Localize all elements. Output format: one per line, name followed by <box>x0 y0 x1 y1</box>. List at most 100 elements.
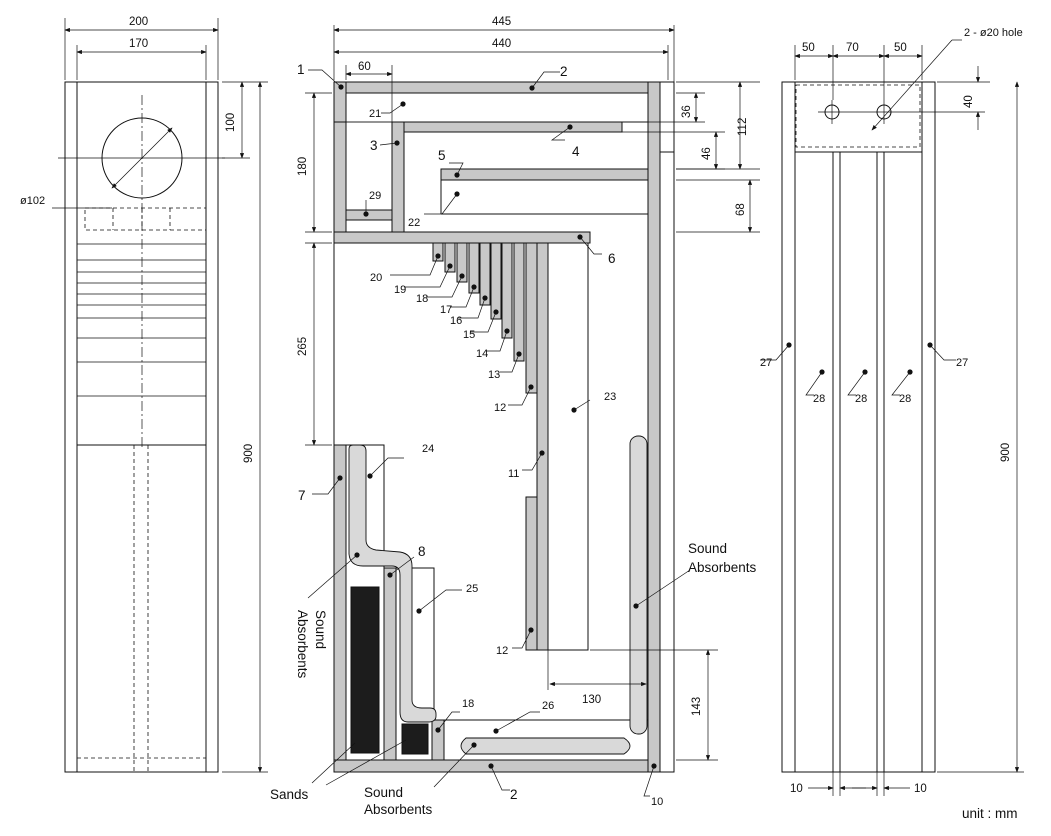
sand-right <box>401 723 429 755</box>
unit-label: unit : mm <box>962 806 1018 821</box>
part-label-1: 1 <box>297 62 305 77</box>
dim-section-36: 36 <box>681 105 693 118</box>
absorbent-24 <box>348 444 437 723</box>
part-label-24: 24 <box>422 443 434 455</box>
part-label-2-bottom: 2 <box>510 787 518 802</box>
absorbent-label-right-1: Sound <box>688 541 727 556</box>
part-label-21: 21 <box>369 108 381 120</box>
driver-diameter-line <box>111 127 173 189</box>
dim-front-900: 900 <box>243 444 255 463</box>
dim-side-50-left: 50 <box>802 42 815 54</box>
sands-label: Sands <box>270 787 309 802</box>
dim-section-143: 143 <box>691 697 703 716</box>
part-label-2-top: 2 <box>560 64 568 79</box>
absorbent-label-bottom-2: Absorbents <box>364 802 433 817</box>
board-3 <box>391 121 405 233</box>
dim-side-10-left: 10 <box>790 783 803 795</box>
sand-left <box>350 586 380 754</box>
dim-side-50-right: 50 <box>894 42 907 54</box>
part-label-18-lower: 18 <box>462 698 474 710</box>
front-panel-edge <box>659 151 675 773</box>
side-dimensions: 50 70 50 40 900 10 10 <box>790 42 1024 796</box>
absorbent-26 <box>460 737 631 755</box>
part-label-29: 29 <box>369 190 381 202</box>
part-label-12-lower: 12 <box>496 645 508 657</box>
label-28-a: 28 <box>813 393 825 405</box>
label-28-c: 28 <box>899 393 911 405</box>
part-label-22: 22 <box>408 217 420 229</box>
dim-front-100: 100 <box>225 113 237 132</box>
leader-27-right <box>929 344 956 361</box>
part-label-23: 23 <box>604 391 616 403</box>
part-label-10: 10 <box>651 796 663 808</box>
board-8 <box>383 567 397 761</box>
part-label-26: 26 <box>542 700 554 712</box>
dim-side-900: 900 <box>1000 443 1012 462</box>
front-dimensions: 200 170 100 900 <box>64 16 268 773</box>
part-label-4: 4 <box>572 144 580 159</box>
part-label-6: 6 <box>608 251 616 266</box>
front-outline <box>64 81 219 773</box>
front-view: ø102 200 <box>20 16 268 773</box>
side-outline <box>781 81 936 773</box>
part-label-3: 3 <box>370 138 378 153</box>
section-dimensions: 445 440 60 180 265 36 46 <box>297 16 760 761</box>
side-dashed-block <box>795 84 921 148</box>
part-label-19: 19 <box>394 284 406 296</box>
front-dashed-chamber <box>84 207 207 231</box>
label-27-right: 27 <box>956 357 968 369</box>
dim-side-70: 70 <box>846 42 859 54</box>
chamber-21 <box>345 92 649 123</box>
absorbent-label-right-2: Absorbents <box>688 560 757 575</box>
dim-section-180: 180 <box>297 157 309 176</box>
dim-section-68: 68 <box>735 203 747 216</box>
absorbent-label-left-1: Sound <box>313 610 328 649</box>
dim-front-170: 170 <box>129 38 148 50</box>
hole-leader <box>871 39 953 131</box>
leader-28-b <box>847 371 866 396</box>
board-7 <box>333 444 347 761</box>
board-29 <box>345 209 393 221</box>
part-leaders <box>307 69 691 797</box>
board-4 <box>403 121 623 133</box>
absorbent-label-left-2: Absorbents <box>295 610 310 679</box>
dim-side-40: 40 <box>963 95 975 108</box>
part-label-11: 11 <box>508 468 519 480</box>
board-10 <box>647 81 661 773</box>
part-label-7: 7 <box>298 488 306 503</box>
part-label-13: 13 <box>488 369 500 381</box>
absorbent-label-bottom-1: Sound <box>364 785 403 800</box>
part-label-15: 15 <box>463 329 475 341</box>
part-label-17: 17 <box>440 304 452 316</box>
front-panel-lines <box>77 243 206 446</box>
absorbent-right <box>629 435 648 735</box>
part-label-20: 20 <box>370 272 382 284</box>
dim-section-440: 440 <box>492 38 511 50</box>
dim-section-46: 46 <box>701 147 713 160</box>
board-5 <box>440 168 649 181</box>
dim-side-10-right: 10 <box>914 783 927 795</box>
label-28-b: 28 <box>855 393 867 405</box>
board-1-lower <box>333 121 347 233</box>
staircase-boards <box>432 242 589 651</box>
board-6 <box>333 231 591 244</box>
section-view: 1 2 21 3 4 5 29 22 6 20 19 18 17 16 15 1… <box>270 16 760 817</box>
part-label-16: 16 <box>450 315 462 327</box>
part-label-18: 18 <box>416 293 428 305</box>
holes-label: 2 - ø20 hole <box>964 27 1023 39</box>
part-labels: 1 2 21 3 4 5 29 22 6 20 19 18 17 16 15 1… <box>297 62 663 808</box>
chamber-29-box <box>345 219 393 233</box>
part-label-5: 5 <box>438 148 446 163</box>
dim-section-445: 445 <box>492 16 511 28</box>
part-label-8: 8 <box>418 544 426 559</box>
board-2-top <box>333 81 661 94</box>
dim-section-60: 60 <box>358 61 371 73</box>
dim-section-265: 265 <box>297 337 309 356</box>
board-2-bottom <box>333 759 661 773</box>
part-label-25: 25 <box>466 583 478 595</box>
board-18-lower <box>431 719 445 761</box>
dim-front-200: 200 <box>129 16 148 28</box>
dim-section-130: 130 <box>582 694 601 706</box>
